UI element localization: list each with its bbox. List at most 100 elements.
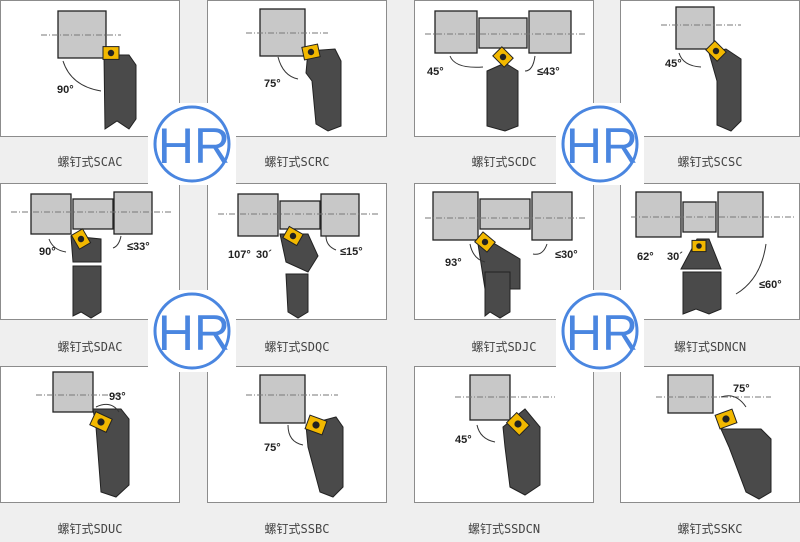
tool-holder-drawing: 107° 30´ ≤15°	[218, 193, 378, 319]
workpiece	[113, 191, 153, 235]
workpiece	[531, 191, 573, 241]
angle-arc	[720, 395, 747, 408]
angle-arc	[678, 52, 702, 68]
angle-label: 62°	[637, 251, 654, 263]
insert	[691, 239, 707, 253]
insert	[474, 231, 496, 253]
tool-holder-drawing: 90° ≤33°	[11, 191, 171, 319]
angle-label: 30´	[667, 251, 683, 263]
insert	[282, 225, 304, 247]
workpiece	[717, 191, 764, 238]
angle-label: 107°	[228, 249, 251, 261]
tool-holder-drawing: 45°≤43°	[425, 10, 585, 132]
logo-text: HR	[158, 118, 230, 174]
angle-label: 90°	[57, 84, 74, 96]
angle-arc	[95, 403, 120, 413]
insert	[102, 46, 120, 60]
workpiece	[30, 193, 72, 235]
workpiece	[667, 374, 714, 414]
angle-arc	[524, 55, 536, 72]
hr-logo: HR	[148, 290, 236, 372]
tool-holder-drawing: 75°	[246, 8, 342, 132]
tool-holder	[92, 408, 130, 498]
workpiece	[432, 191, 479, 241]
workpiece-neck	[479, 198, 531, 230]
tool-holder	[720, 428, 772, 500]
tool-diagram-scrc: 75°	[207, 0, 387, 137]
tool-holder-drawing: 75°	[246, 374, 344, 498]
tool-holder-drawing: 75°	[656, 374, 772, 500]
tool-holder-shank	[484, 271, 511, 319]
workpiece-neck	[72, 198, 114, 230]
angle-label: 93°	[109, 391, 126, 403]
hr-logo: HR	[556, 290, 644, 372]
angle-label: 75°	[264, 78, 281, 90]
insert	[705, 40, 727, 62]
angle-label: 90°	[39, 246, 56, 258]
tool-label: 螺钉式SDJC	[471, 340, 537, 354]
angle-label: ≤60°	[759, 279, 782, 291]
angle-arc	[476, 424, 496, 443]
insert	[89, 411, 113, 433]
tool-holder-drawing: 90°	[41, 10, 137, 130]
angle-label: ≤15°	[340, 246, 363, 258]
tool-diagram-sduc: 93°	[0, 366, 180, 503]
workpiece	[237, 193, 279, 237]
angle-arc	[62, 60, 102, 92]
angle-arc	[325, 235, 337, 251]
angle-label: ≤33°	[127, 241, 150, 253]
angle-arc	[48, 238, 67, 253]
angle-label: 75°	[264, 442, 281, 454]
tool-holder	[502, 408, 541, 496]
tool-holder-shank	[682, 271, 722, 315]
insert	[301, 43, 321, 61]
workpiece-neck	[279, 200, 321, 230]
angle-arc	[112, 235, 122, 249]
tool-holder-drawing: 93°≤30°	[425, 191, 585, 319]
tool-diagram-sdjc: 93°≤30°	[414, 183, 594, 320]
tool-holder	[305, 416, 344, 498]
angle-label: 45°	[427, 66, 444, 78]
tool-holder-drawing: 45°	[455, 374, 555, 496]
tool-holder-shank	[72, 265, 102, 319]
tool-label: 螺钉式SSBC	[264, 522, 330, 536]
tool-diagram-ssbc: 75°	[207, 366, 387, 503]
insert	[492, 46, 514, 68]
workpiece	[320, 193, 360, 237]
angle-label: 75°	[733, 383, 750, 395]
tool-diagram-scsc: 45°	[620, 0, 800, 137]
angle-arc	[449, 55, 484, 68]
tool-label: 螺钉式SCRC	[264, 155, 330, 169]
tool-diagram-sdncn: 62° 30´ ≤60°	[620, 183, 800, 320]
tool-holder-drawing: 45°	[661, 6, 742, 132]
insert	[714, 408, 738, 430]
logo-text: HR	[566, 305, 638, 361]
angle-arc	[277, 56, 299, 80]
angle-arc	[735, 243, 767, 295]
tool-label: 螺钉式SDNCN	[673, 340, 747, 354]
workpiece	[52, 371, 94, 413]
hr-logo: HR	[556, 103, 644, 185]
insert	[70, 228, 92, 250]
tool-label: 螺钉式SCDC	[471, 155, 537, 169]
workpiece	[528, 10, 572, 54]
angle-arc	[532, 243, 548, 255]
tool-holder-shank	[285, 273, 309, 319]
workpiece	[675, 6, 715, 50]
tool-holder-drawing: 93°	[36, 371, 130, 498]
angle-arc	[469, 243, 486, 263]
angle-arc	[287, 424, 304, 446]
logo-text: HR	[158, 305, 230, 361]
tool-label: 螺钉式SDAC	[57, 340, 123, 354]
tool-holder	[103, 54, 137, 130]
tool-holder	[486, 62, 519, 132]
workpiece-neck	[478, 17, 528, 49]
logo-text: HR	[566, 118, 638, 174]
angle-label: 30´	[256, 249, 272, 261]
tool-diagram-ssdcn: 45°	[414, 366, 594, 503]
tool-label: 螺钉式SSDCN	[467, 522, 541, 536]
tool-label: 螺钉式SCAC	[57, 155, 123, 169]
tool-holder	[708, 48, 742, 132]
insert	[505, 411, 531, 437]
